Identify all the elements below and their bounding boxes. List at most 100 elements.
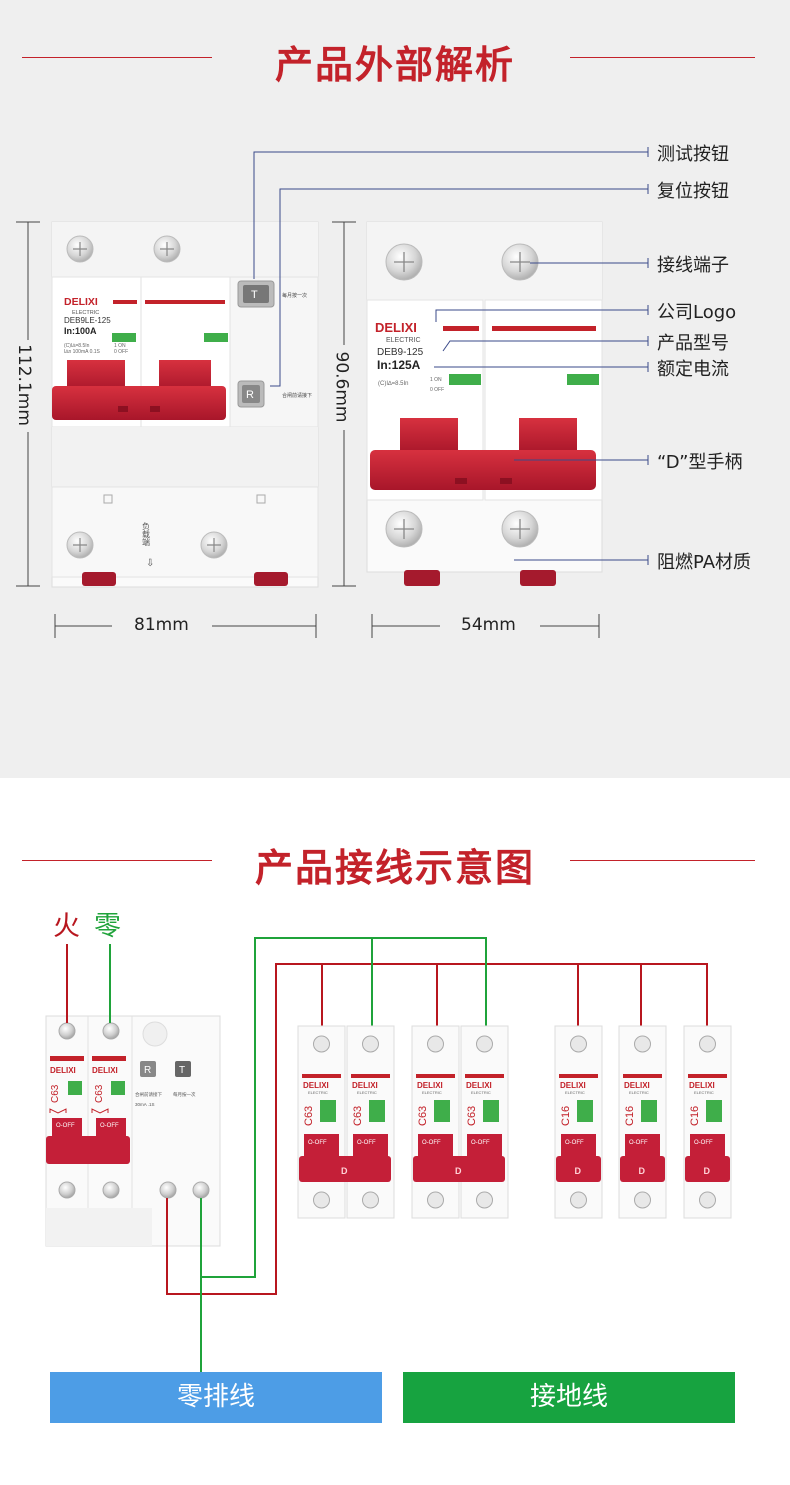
svg-text:ELECTRIC: ELECTRIC (357, 1090, 377, 1095)
unit-brand: DELIXI (303, 1081, 329, 1090)
unit-brand: DELIXI (624, 1081, 650, 1090)
terminal-screw-icon (362, 1191, 379, 1209)
test-button-label: T (251, 289, 258, 301)
wiring-section: 产品接线示意图 火 零 DELIXI DELIXI (0, 778, 790, 1485)
terminal-screw-icon (427, 1035, 444, 1053)
handle-label: D (455, 1166, 462, 1176)
left-model: DEB9LE-125 (64, 316, 111, 325)
breaker-left: DELIXI ELECTRIC DEB9LE-125 In:100A (C)I∆… (51, 221, 319, 588)
ground-bar: 接地线 (403, 1372, 735, 1423)
svg-text:O-OFF: O-OFF (100, 1123, 119, 1129)
title-rule-right (570, 860, 755, 861)
left-handle (52, 360, 226, 420)
unit-rating: C16 (689, 1106, 701, 1126)
svg-text:C63: C63 (94, 1084, 105, 1103)
terminal-screw-icon (362, 1035, 379, 1053)
dim-right-width: 54mm (461, 615, 516, 635)
wiring-diagram: DELIXI DELIXI C63 C63 O-OFF O-OFF R T 合闸… (45, 937, 732, 1372)
exterior-section: 产品外部解析 (0, 0, 790, 778)
svg-text:I∆n 100mA 0.1S: I∆n 100mA 0.1S (64, 349, 101, 355)
unit-off: O-OFF (471, 1140, 490, 1146)
unit-rating: C63 (352, 1106, 364, 1126)
callout-handle: “D”型手柄 (657, 452, 743, 473)
unit-off: O-OFF (308, 1140, 327, 1146)
unit-brand: DELIXI (466, 1081, 492, 1090)
svg-text:⇩: ⇩ (146, 558, 154, 569)
unit-off: O-OFF (694, 1140, 713, 1146)
unit-rating: C63 (303, 1106, 315, 1126)
rcd-device: DELIXI DELIXI C63 C63 O-OFF O-OFF R T 合闸… (45, 1015, 221, 1247)
terminal-screw-icon (699, 1191, 716, 1209)
terminal-screw-icon (427, 1191, 444, 1209)
handle-label: D (639, 1166, 646, 1176)
unit-rating: C16 (624, 1106, 636, 1126)
svg-text:每月按一次: 每月按一次 (282, 292, 307, 299)
svg-text:ELECTRIC: ELECTRIC (471, 1090, 491, 1095)
unit-handle: D (685, 1156, 730, 1182)
right-current: In:125A (377, 358, 421, 372)
unit-brand: DELIXI (560, 1081, 586, 1090)
unit-off: O-OFF (422, 1140, 441, 1146)
dim-left-height: 112.1mm (13, 344, 34, 426)
unit-handle: D (413, 1156, 505, 1182)
svg-text:ELECTRIC: ELECTRIC (422, 1090, 442, 1095)
unit-handle: D (620, 1156, 665, 1182)
callout-model: 产品型号 (657, 333, 729, 354)
left-brand: DELIXI (64, 296, 98, 308)
svg-text:ELECTRIC: ELECTRIC (629, 1090, 649, 1095)
exterior-title: 产品外部解析 (274, 43, 515, 87)
callout-logo: 公司Logo (657, 302, 737, 323)
unit-off: O-OFF (565, 1140, 584, 1146)
unit-off: O-OFF (629, 1140, 648, 1146)
svg-text:R: R (144, 1065, 151, 1076)
dim-left-width: 81mm (134, 615, 189, 635)
terminal-screw-icon (313, 1191, 330, 1209)
unit-brand: DELIXI (352, 1081, 378, 1090)
neutral-bar: 零排线 (50, 1372, 382, 1423)
terminal-screw-icon (313, 1035, 330, 1053)
unit-brand: DELIXI (417, 1081, 443, 1090)
svg-text:O-OFF: O-OFF (56, 1123, 75, 1129)
svg-text:DELIXI: DELIXI (50, 1066, 76, 1075)
terminal-screw-icon (385, 243, 539, 548)
reset-button-label: R (246, 389, 254, 401)
terminal-screw-icon (476, 1191, 493, 1209)
handle-label: D (575, 1166, 582, 1176)
svg-text:ELECTRIC: ELECTRIC (308, 1090, 328, 1095)
terminal-screw-icon (66, 235, 228, 559)
fire-label: 火 (53, 911, 80, 942)
exterior-illustration: DELIXI ELECTRIC DEB9LE-125 In:100A (C)I∆… (16, 147, 649, 638)
svg-text:ELECTRIC: ELECTRIC (694, 1090, 714, 1095)
wiring-title: 产品接线示意图 (254, 846, 535, 890)
terminal-screw-icon (570, 1035, 587, 1053)
title-rule-left (22, 57, 212, 58)
svg-text:(C)I∆=8.5In: (C)I∆=8.5In (378, 380, 409, 387)
unit-handle: D (299, 1156, 391, 1182)
terminal-screw-icon (634, 1191, 651, 1209)
unit-brand: DELIXI (689, 1081, 715, 1090)
terminal-screw-icon (570, 1191, 587, 1209)
svg-text:合闸前请接下: 合闸前请接下 (135, 1091, 162, 1098)
callout-leaders (253, 151, 648, 561)
callout-material: 阻燃PA材质 (657, 552, 752, 573)
right-brand: DELIXI (375, 320, 417, 335)
breaker-right: DELIXI ELECTRIC DEB9-125 In:125A (C)I∆=8… (366, 221, 603, 586)
left-current: In:100A (64, 326, 97, 336)
svg-text:DELIXI: DELIXI (92, 1066, 118, 1075)
zero-label: 零 (94, 911, 121, 942)
svg-text:合闸前请接下: 合闸前请接下 (282, 392, 312, 399)
load-side-label: 负载端 (142, 521, 151, 547)
unit-rating: C63 (417, 1106, 429, 1126)
callout-current: 额定电流 (657, 359, 729, 380)
svg-text:0 OFF: 0 OFF (114, 349, 128, 355)
svg-text:ELECTRIC: ELECTRIC (72, 310, 99, 316)
unit-rating: C63 (466, 1106, 478, 1126)
right-model: DEB9-125 (377, 347, 424, 358)
handle-label: D (341, 1166, 348, 1176)
svg-text:0 OFF: 0 OFF (430, 387, 444, 393)
